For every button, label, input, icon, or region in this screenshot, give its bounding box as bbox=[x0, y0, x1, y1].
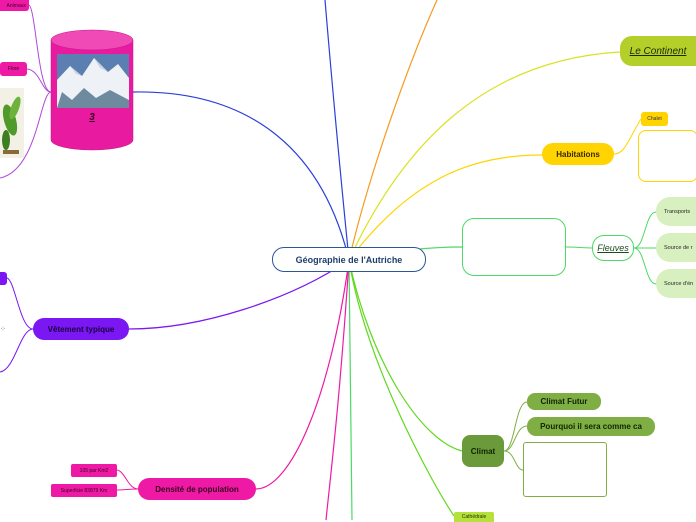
vetement-node[interactable]: Vêtement typique bbox=[33, 318, 129, 340]
chalet-node[interactable]: Chalet bbox=[641, 112, 668, 126]
animaux-label: Animaux bbox=[6, 2, 26, 9]
fleuves-label: Fleuves bbox=[597, 243, 629, 253]
continent-node[interactable]: Le Continent bbox=[620, 36, 696, 66]
habitations-node[interactable]: Habitations bbox=[542, 143, 614, 165]
chalet-image-frame bbox=[638, 130, 696, 182]
climat-node[interactable]: Climat bbox=[462, 435, 504, 467]
animaux-node[interactable]: Animaux bbox=[0, 0, 29, 11]
superficie-node[interactable]: Superficie 83879 Km bbox=[51, 484, 117, 497]
climat-futur-label: Climat Futur bbox=[540, 397, 588, 406]
vetement-label: Vêtement typique bbox=[47, 324, 115, 334]
pourquoi-node[interactable]: Pourquoi il sera comme ca bbox=[527, 417, 655, 436]
superficie-label: Superficie 83879 Km bbox=[60, 487, 108, 494]
climat-label: Climat bbox=[470, 446, 496, 456]
source-ressources-label: Source de r bbox=[664, 244, 693, 251]
densite-node[interactable]: Densité de population bbox=[138, 478, 256, 500]
river-image-node[interactable] bbox=[462, 218, 566, 276]
plant-image bbox=[0, 88, 24, 158]
transports-node[interactable]: Transports bbox=[656, 197, 696, 226]
transports-label: Transports bbox=[664, 208, 691, 215]
source-ressources-node[interactable]: Source de r bbox=[656, 233, 696, 262]
fleuves-node[interactable]: Fleuves bbox=[592, 235, 634, 261]
source-energie-label: Source d'én bbox=[664, 280, 694, 287]
source-energie-node[interactable]: Source d'én bbox=[656, 269, 696, 298]
central-topic[interactable]: Géographie de l'Autriche bbox=[272, 247, 426, 272]
vetement-child-stub[interactable] bbox=[0, 272, 7, 285]
pourquoi-label: Pourquoi il sera comme ca bbox=[540, 422, 642, 431]
cathedrale-label: Cathédrale bbox=[461, 514, 487, 520]
vetement-side-glyph: ⁘ bbox=[0, 326, 6, 333]
densite-value-label: 105 par Km2 bbox=[79, 467, 109, 474]
cathedrale-node[interactable]: Cathédrale bbox=[454, 512, 494, 522]
mountain-image bbox=[57, 54, 129, 108]
climat-futur-node[interactable]: Climat Futur bbox=[527, 393, 601, 410]
densite-label: Densité de population bbox=[155, 484, 239, 494]
densite-value-node[interactable]: 105 par Km2 bbox=[71, 464, 117, 477]
central-topic-label: Géographie de l'Autriche bbox=[295, 254, 403, 265]
cylinder-label: 3 bbox=[89, 112, 95, 123]
flore-label: Flore bbox=[7, 66, 20, 72]
chalet-label: Chalet bbox=[647, 116, 662, 122]
climate-map-frame[interactable] bbox=[523, 442, 607, 497]
flore-node[interactable]: Flore bbox=[0, 62, 27, 76]
continent-label: Le Continent bbox=[629, 45, 687, 57]
habitations-label: Habitations bbox=[556, 149, 600, 159]
